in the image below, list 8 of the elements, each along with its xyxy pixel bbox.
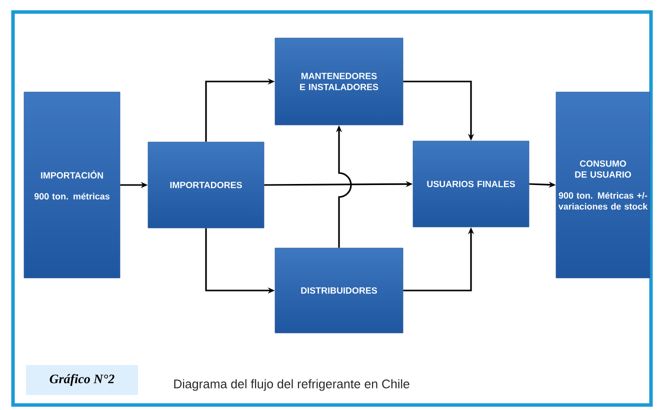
- process-box: IMPORTADORES: [148, 142, 264, 228]
- process-box: DISTRIBUIDORES: [274, 248, 404, 334]
- process-box: USUARIOS FINALES: [412, 140, 530, 228]
- process-box: CONSUMO DE USUARIO 900 ton. Métricas +/- variaciones de stock: [556, 92, 650, 278]
- figure-number: Gráfico N°2: [26, 365, 138, 395]
- process-box: MANTENEDORES E INSTALADORES: [274, 38, 404, 126]
- process-box: IMPORTACIÓN 900 ton. métricas: [24, 92, 120, 278]
- caption: Diagrama del flujo del refrigerante en Chile: [174, 379, 410, 391]
